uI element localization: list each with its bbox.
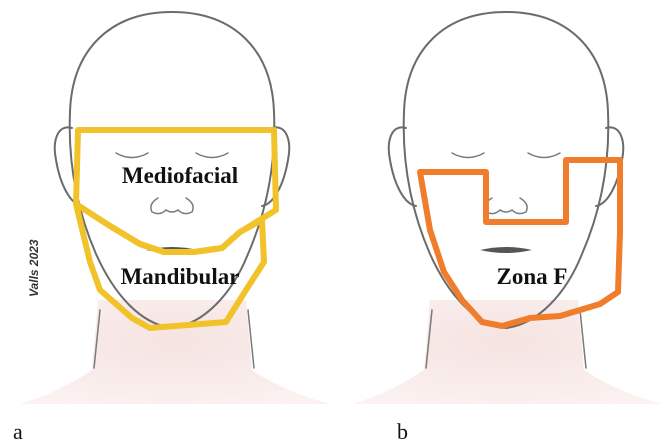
zone-label-mediofacial: Mediofacial — [122, 163, 238, 188]
face-drawing-a — [20, 12, 330, 404]
panel-a: Mediofacial Mandibular a — [13, 12, 330, 444]
zone-mediofacial-outline — [76, 130, 276, 252]
face-drawing-b — [352, 12, 662, 404]
panel-b: Zona F b — [352, 12, 662, 444]
panel-letter-a: a — [13, 419, 23, 444]
author-credit: Valls 2023 — [27, 239, 41, 297]
panel-letter-b: b — [397, 419, 408, 444]
zone-label-zona-f: Zona F — [497, 264, 568, 289]
zone-label-mandibular: Mandibular — [121, 264, 240, 289]
